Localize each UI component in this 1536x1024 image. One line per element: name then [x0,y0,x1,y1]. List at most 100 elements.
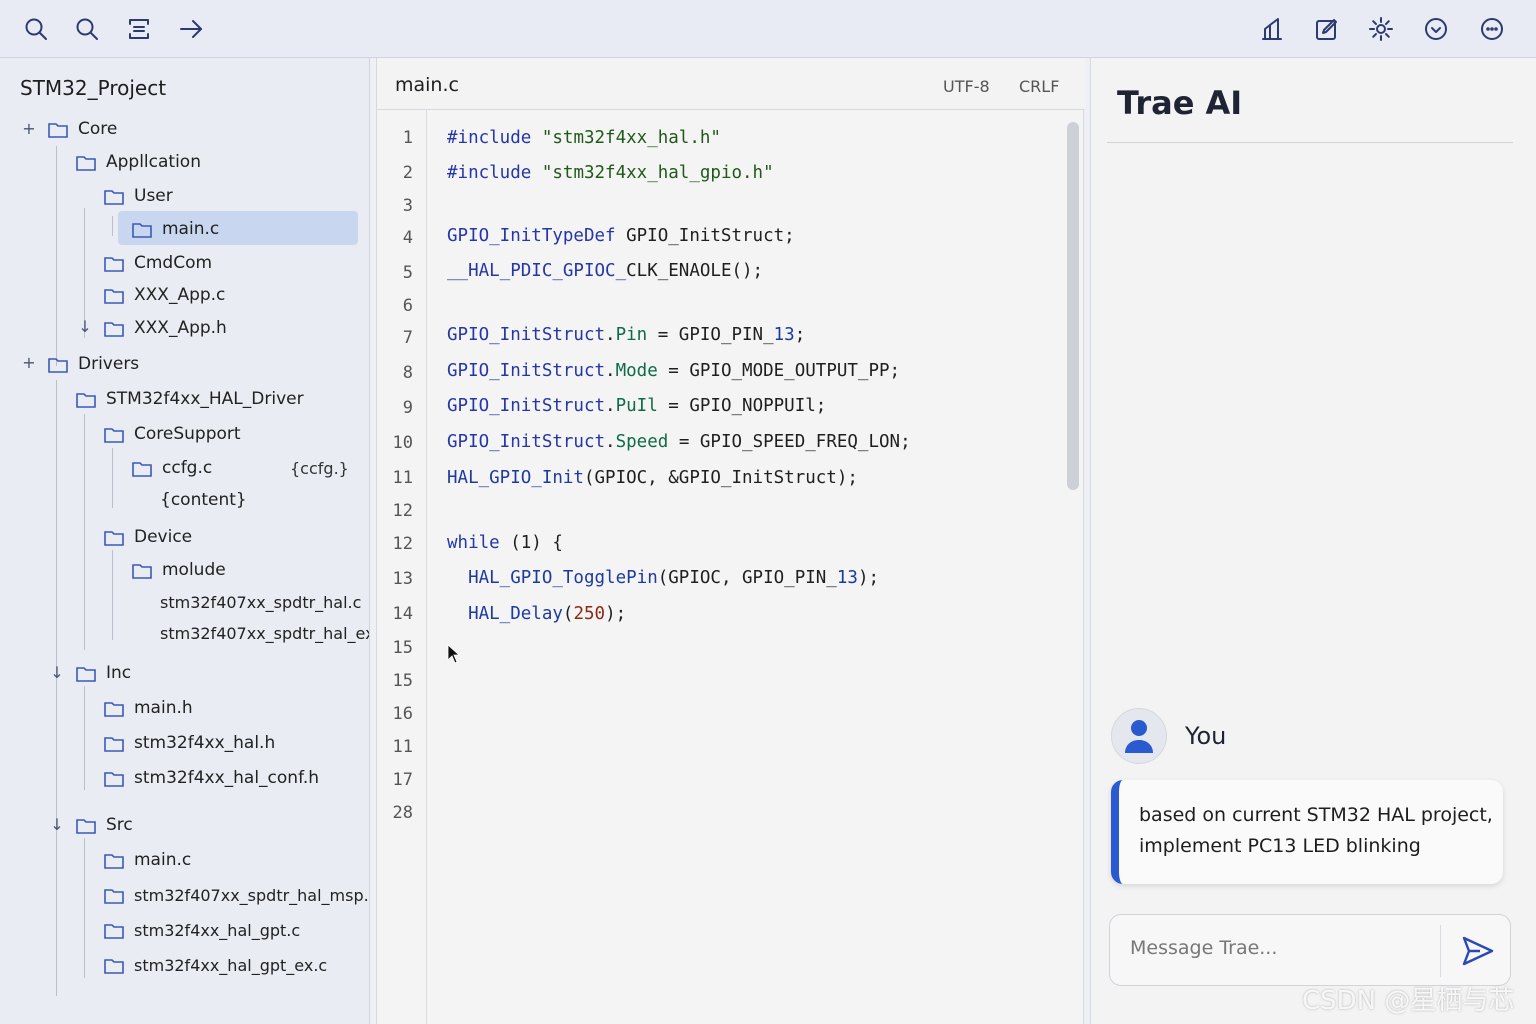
code-line: while (1) { [447,533,563,553]
folder-icon [48,356,68,373]
gear-icon[interactable] [1365,13,1397,45]
encoding-indicator[interactable]: UTF-8 [943,77,990,96]
line-number: 4 [402,228,413,248]
divider [1107,142,1513,143]
line-number: 3 [402,196,413,216]
tree-folder-device[interactable]: Device [104,522,192,552]
message-input[interactable] [1130,937,1430,959]
project-title: STM32_Project [20,76,167,100]
tree-file-main-h[interactable]: main.h [104,693,193,723]
line-number-gutter: 1 2 3 4 5 6 7 8 9 10 11 12 12 13 14 15 1… [377,110,427,1024]
code-editor: main.c UTF-8 CRLF 1 2 3 4 5 6 7 8 9 10 1… [376,58,1085,1024]
editor-scrollbar[interactable] [1067,122,1079,490]
tree-file-hal-gpt-ex-c[interactable]: stm32f4xx_hal_gpt_ex.c [104,950,327,980]
tree-folder-user[interactable]: User [104,181,173,211]
folder-icon [104,529,124,546]
folder-icon [104,426,124,443]
file-icon [104,770,124,787]
line-number: 8 [402,363,413,383]
folder-icon [132,562,152,579]
code-line: GPIO_InitStruct.PuIl = GPIO_NOPPUIl; [447,396,827,416]
file-icon [104,287,124,304]
line-number: 10 [392,433,413,453]
tree-file-ccfg-c[interactable]: ccfg.c [132,453,212,483]
collapse-toggle-icon[interactable]: ↓ [50,815,64,834]
tree-folder-coresupport[interactable]: CoreSupport [104,419,241,449]
top-toolbar [0,0,1536,58]
user-message-text: based on current STM32 HAL project, impl… [1139,804,1493,857]
tree-file-spdtr-hal-c[interactable]: stm32f407xx_spdtr_hal.c [160,592,362,612]
avatar [1111,708,1167,764]
line-number: 12 [392,534,413,554]
tab-main-c[interactable]: main.c [395,74,459,96]
line-number: 1 [402,128,413,148]
file-icon [104,887,124,904]
watermark: CSDN @星栖与芯 [1302,986,1515,1016]
tree-guide [112,550,113,640]
tree-item-content[interactable]: {content} [160,490,247,510]
folder-icon [76,391,96,408]
code-line: GPIO_InitStruct.Pin = GPIO_PIN_13; [447,325,806,345]
tree-file-hal-gpt-c[interactable]: stm32f4xx_hal_gpt.c [104,915,300,945]
line-number: 9 [402,398,413,418]
scan-icon[interactable] [123,13,155,45]
line-number: 5 [402,263,413,283]
code-line: GPIO_InitTypeDef GPIO_InitStruct; [447,226,795,246]
arrow-right-icon[interactable] [175,13,207,45]
tree-folder-drivers[interactable]: Drivers [48,349,139,379]
chart-icon[interactable] [1256,13,1288,45]
line-number: 14 [392,604,413,624]
tree-file-spdtr-hal-ex-c[interactable]: stm32f407xx_spdtr_hal_ex.c [160,623,370,643]
folder-icon [76,154,96,171]
tree-guide [56,380,57,996]
more-icon[interactable] [1476,13,1508,45]
user-message: based on current STM32 HAL project, impl… [1111,780,1503,884]
tree-guide [56,146,57,366]
tree-file-xxx-app-h[interactable]: XXX_App.h [104,313,227,343]
line-number: 28 [392,803,413,823]
tree-folder-hal-driver[interactable]: STM32f4xx_HAL_Driver [76,384,304,414]
expand-toggle-icon[interactable]: + [22,353,36,372]
line-ending-indicator[interactable]: CRLF [1019,77,1060,96]
tree-guide [84,208,85,338]
tree-file-main-c-selected[interactable]: main.c [117,211,359,245]
line-number: 11 [392,468,413,488]
tree-guide [84,414,85,650]
tree-file-hal-msp-c[interactable]: stm32f407xx_spdtr_hal_msp.c [104,880,369,910]
find-icon[interactable] [71,13,103,45]
file-icon [104,320,124,337]
file-tag: {ccfg.} [290,459,349,478]
tree-file-src-main-c[interactable]: main.c [104,845,191,875]
file-icon [132,221,152,238]
folder-icon [104,188,124,205]
message-input-box [1109,914,1511,986]
tree-file-hal-h[interactable]: stm32f4xx_hal.h [104,728,275,758]
collapse-toggle-icon[interactable]: ↓ [50,663,64,682]
file-icon [104,852,124,869]
line-number: 13 [392,569,413,589]
expand-toggle-icon[interactable]: + [22,119,36,138]
collapse-toggle-icon[interactable]: ↓ [78,317,92,336]
file-icon [104,922,124,939]
line-number: 17 [392,770,413,790]
search-icon[interactable] [20,13,52,45]
line-number: 2 [402,163,413,183]
line-number: 15 [392,671,413,691]
code-line: HAL_Delay(250); [468,604,627,624]
tree-file-hal-conf-h[interactable]: stm32f4xx_hal_conf.h [104,763,319,793]
send-icon[interactable] [1460,933,1496,969]
chevron-circle-icon[interactable] [1420,13,1452,45]
line-number: 12 [392,501,413,521]
tree-folder-core[interactable]: Core [48,114,117,144]
tree-folder-src[interactable]: Src [76,810,133,840]
code-line: HAL_GPIO_TogglePin(GPIOC, GPIO_PIN_13); [468,568,880,588]
file-icon [132,460,152,477]
tree-file-xxx-app-c[interactable]: XXX_App.c [104,280,225,310]
line-number: 11 [392,737,413,757]
edit-icon[interactable] [1311,13,1343,45]
tree-folder-application[interactable]: Appllcation [76,147,201,177]
line-number: 16 [392,704,413,724]
tree-folder-cmdcom[interactable]: CmdCom [104,248,212,278]
tree-folder-inc[interactable]: Inc [76,658,131,688]
tree-folder-molude[interactable]: molude [132,555,226,585]
